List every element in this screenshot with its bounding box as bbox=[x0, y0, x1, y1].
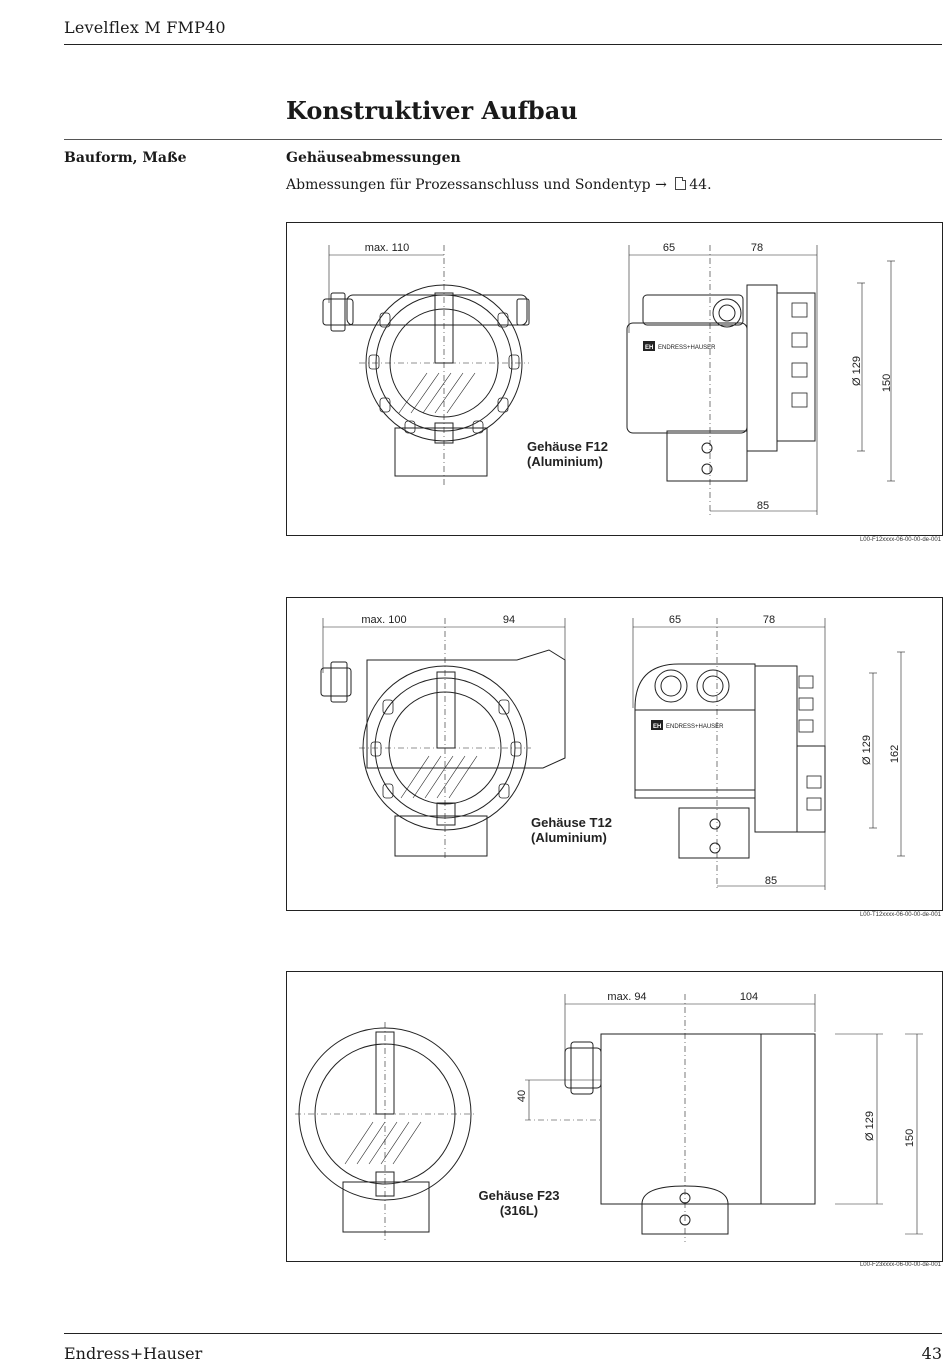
dim-extra: 94 bbox=[503, 614, 515, 626]
page-number: 43 bbox=[921, 1344, 942, 1363]
brand-logo-box bbox=[643, 341, 655, 351]
drawing-f23: max. 94 104 40 Ø 129 150 Gehäuse F23 (31… bbox=[295, 991, 923, 1242]
figure-housing-f23: max. 94 104 40 Ø 129 150 Gehäuse F23 (31… bbox=[286, 971, 943, 1262]
dim-height: 150 bbox=[881, 374, 893, 392]
footer-company: Endress+Hauser bbox=[64, 1344, 203, 1363]
dim-diameter: Ø 129 bbox=[861, 735, 873, 765]
figure-code: L00-F23xxxx-06-00-00-de-001 bbox=[859, 1262, 941, 1268]
figure-caption-line2: (Aluminium) bbox=[527, 454, 603, 469]
dim-height: 162 bbox=[889, 745, 901, 763]
body-text-main: Abmessungen für Prozessanschluss und Son… bbox=[286, 177, 651, 193]
brand-label: ENDRESS+HAUSER bbox=[658, 345, 716, 351]
dim-width: max. 94 bbox=[607, 991, 646, 1003]
sidebar-label: Bauform, Maße bbox=[64, 150, 187, 166]
dim-offset: 40 bbox=[516, 1090, 528, 1102]
section-title: Konstruktiver Aufbau bbox=[286, 96, 578, 125]
brand-logo: EH bbox=[645, 345, 653, 351]
dim-depth: 85 bbox=[765, 875, 777, 887]
dim-width: max. 110 bbox=[365, 242, 409, 254]
dim-height: 150 bbox=[904, 1129, 916, 1147]
brand-logo-box bbox=[651, 720, 663, 730]
figure-housing-f12: EH ENDRESS+HAUSER max. 110 65 78 85 Ø 12… bbox=[286, 222, 943, 536]
dim-a: 65 bbox=[663, 242, 675, 254]
dim-diameter: Ø 129 bbox=[851, 356, 863, 386]
subsection-title: Gehäuseabmessungen bbox=[286, 150, 461, 166]
drawing-t12: EH ENDRESS+HAUSER max. 100 94 65 78 85 Ø… bbox=[320, 614, 905, 890]
figure-caption-line1: Gehäuse F23 bbox=[479, 1188, 560, 1203]
dim-width: max. 100 bbox=[361, 614, 406, 626]
dim-b: 104 bbox=[740, 991, 758, 1003]
section-divider bbox=[64, 139, 942, 140]
arrow-glyph: → bbox=[655, 177, 667, 193]
figure-caption-line1: Gehäuse F12 bbox=[527, 439, 608, 454]
document-header-title: Levelflex M FMP40 bbox=[64, 18, 226, 37]
page-reference: 44. bbox=[689, 177, 712, 193]
dim-a: 65 bbox=[669, 614, 681, 626]
dim-depth: 85 bbox=[757, 500, 769, 512]
brand-label: ENDRESS+HAUSER bbox=[666, 724, 724, 730]
figure-caption-line2: (Aluminium) bbox=[531, 830, 607, 845]
dim-diameter: Ø 129 bbox=[864, 1111, 876, 1141]
footer-divider bbox=[64, 1333, 942, 1334]
brand-logo: EH bbox=[653, 724, 661, 730]
figure-housing-t12: EH ENDRESS+HAUSER max. 100 94 65 78 85 Ø… bbox=[286, 597, 943, 911]
drawing-f12: EH ENDRESS+HAUSER max. 110 65 78 85 Ø 12… bbox=[322, 242, 895, 515]
dim-b: 78 bbox=[763, 614, 775, 626]
header-divider bbox=[64, 44, 942, 45]
dim-b: 78 bbox=[751, 242, 763, 254]
figure-caption-line2: (316L) bbox=[500, 1203, 538, 1218]
body-text: Abmessungen für Prozessanschluss und Son… bbox=[286, 177, 712, 193]
figure-code: L00-T12xxxx-06-00-00-de-001 bbox=[859, 912, 941, 918]
figure-caption-line1: Gehäuse T12 bbox=[531, 815, 612, 830]
figure-code: L00-F12xxxx-06-00-00-de-001 bbox=[859, 537, 941, 543]
page-reference-icon bbox=[675, 177, 687, 190]
